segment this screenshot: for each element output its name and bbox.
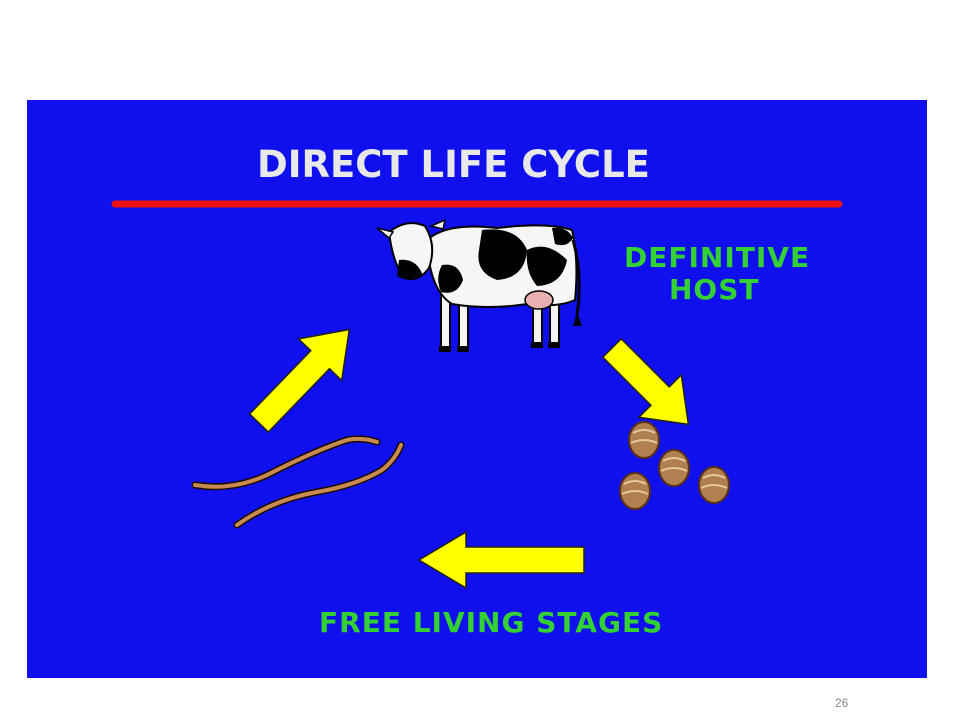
arrow-icon (601, 337, 690, 426)
slide-title: DIRECT LIFE CYCLE (257, 143, 650, 186)
arrow-icon (417, 530, 585, 590)
free-living-stages-label: FREE LIVING STAGES (319, 606, 663, 639)
page-number: 26 (835, 696, 849, 710)
eggs-icon (619, 421, 730, 510)
egg (628, 421, 660, 459)
egg (658, 449, 690, 487)
slide-panel: DIRECT LIFE CYCLE (27, 100, 927, 678)
arrow-icon (248, 328, 351, 434)
life-cycle-diagram: DIRECT LIFE CYCLE (111, 143, 843, 639)
egg (698, 466, 730, 504)
definitive-host-label-line2: HOST (669, 273, 760, 306)
egg (619, 472, 651, 510)
definitive-host-label-line1: DEFINITIVE (624, 241, 810, 274)
cow-icon (376, 218, 582, 352)
larvae-worms-icon (191, 435, 405, 529)
